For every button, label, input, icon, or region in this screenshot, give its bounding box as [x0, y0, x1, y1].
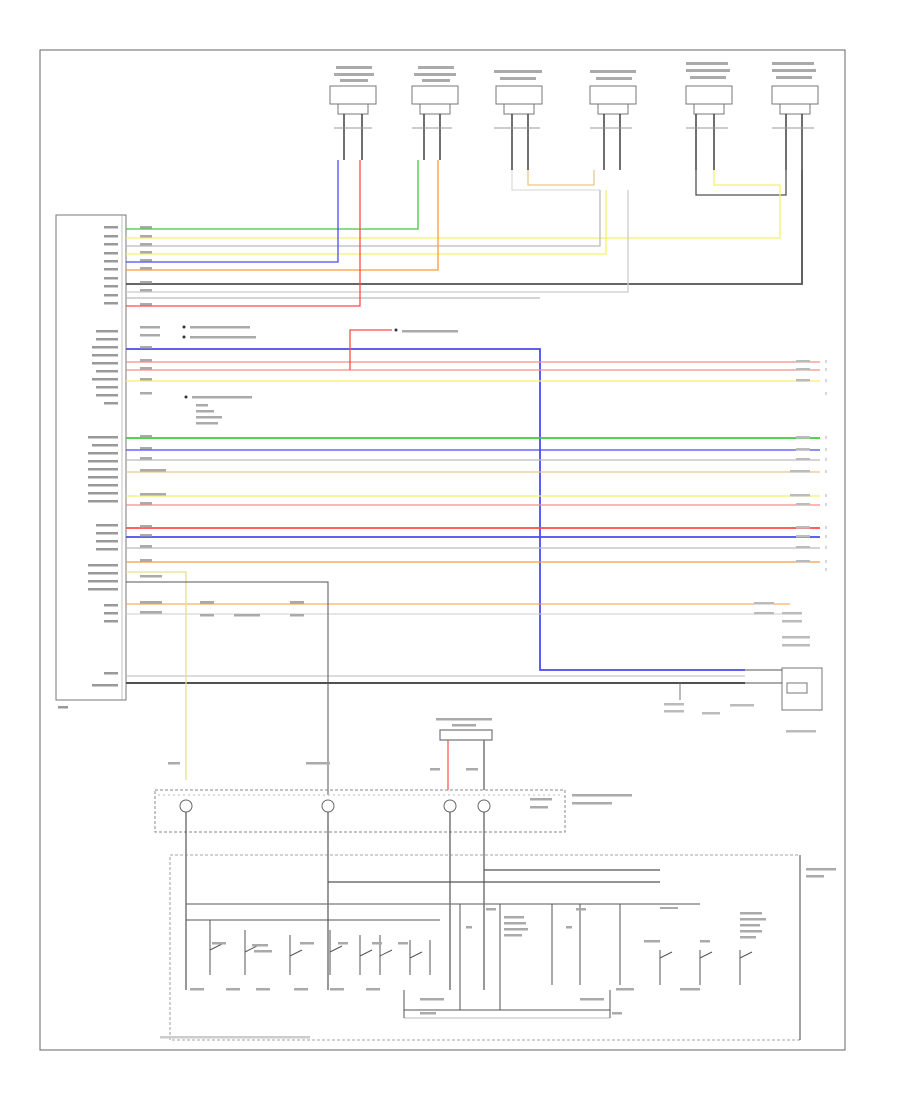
mid-switch-box — [403, 904, 611, 1019]
right-switch-labels — [644, 912, 766, 943]
speaker-group — [329, 85, 819, 145]
wire-blue-1 — [126, 160, 339, 263]
head-unit-module — [55, 214, 127, 701]
clock-spring-label — [530, 794, 632, 809]
switch-labels — [190, 942, 408, 991]
switch-ladder — [186, 919, 440, 975]
speaker-4 — [589, 85, 637, 145]
wire-yellow-vertical — [126, 571, 187, 780]
speaker-link-loops — [511, 170, 787, 196]
speaker-2 — [411, 85, 459, 145]
ground-bus — [126, 675, 745, 700]
clock-spring-terminals — [179, 799, 491, 813]
wire-bundle-lower — [126, 437, 820, 615]
speaker-5 — [685, 85, 733, 145]
diagram-border — [39, 49, 846, 1051]
clock-spring-box — [154, 789, 566, 833]
mid-switch-labels — [420, 908, 700, 1015]
right-switch-group — [619, 904, 753, 985]
speaker-titles — [334, 62, 816, 82]
wire-bundle-middle — [126, 329, 820, 671]
wire-bundle-speakers — [126, 160, 803, 307]
wire-ltgray-1 — [126, 190, 629, 293]
speaker-1 — [329, 85, 377, 145]
wire-dkgray-1 — [126, 170, 803, 285]
steering-labels — [168, 718, 492, 771]
speaker-3 — [494, 85, 543, 145]
switch-feed-lines — [185, 812, 700, 990]
wire-end-labels-right — [664, 360, 816, 733]
footnote — [160, 1036, 310, 1039]
wire-red-1 — [126, 160, 361, 307]
module-inner-box — [126, 581, 329, 795]
wire-green-1 — [126, 160, 419, 230]
wire-red-branch — [349, 329, 392, 370]
speaker-6 — [771, 85, 819, 145]
wire-orange-1 — [126, 160, 439, 271]
connector-notes — [182, 325, 458, 425]
wire-labels-left — [140, 226, 304, 617]
steering-wires — [439, 729, 493, 790]
module-pin-labels — [58, 226, 118, 709]
wire-yellow-2 — [126, 190, 607, 255]
wire-yellow-1 — [126, 185, 781, 239]
switch-assembly — [169, 854, 801, 1041]
switch-assembly-label — [806, 868, 836, 878]
wire-gray-1 — [126, 190, 601, 247]
speaker-drop-lines — [343, 145, 803, 170]
amp-module — [745, 667, 823, 711]
wire-blue-main — [126, 348, 745, 671]
